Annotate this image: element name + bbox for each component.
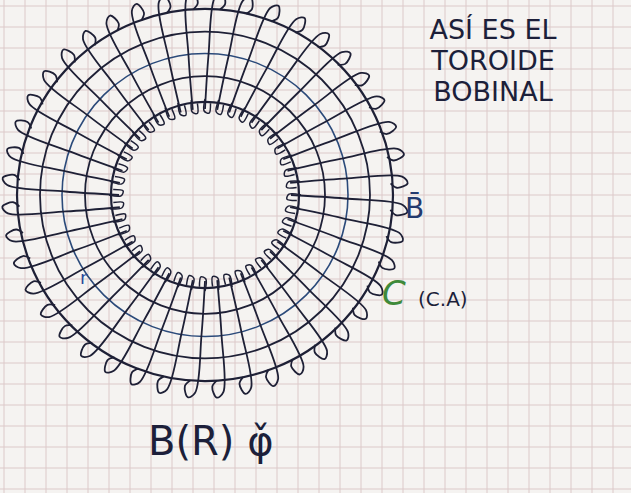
winding-loop bbox=[272, 240, 286, 250]
winding-loop bbox=[113, 164, 128, 172]
winding-turn bbox=[3, 175, 119, 195]
winding-turn bbox=[43, 71, 133, 149]
winding-loop bbox=[118, 152, 133, 161]
winding-loop bbox=[141, 254, 151, 267]
winding-loop bbox=[250, 114, 260, 128]
winding-loop bbox=[282, 218, 297, 226]
title-note: ASÍ ES EL TOROIDE BOBINAL bbox=[378, 14, 608, 107]
torus-ring bbox=[85, 76, 325, 314]
winding-loop bbox=[259, 122, 269, 135]
winding-loop bbox=[212, 276, 219, 290]
winding-loop bbox=[153, 114, 164, 125]
winding-loop bbox=[284, 168, 297, 176]
winding-turn bbox=[185, 281, 205, 397]
winding-loop bbox=[110, 202, 124, 209]
toroid bbox=[2, 0, 407, 398]
winding-loop bbox=[186, 275, 194, 290]
torus-ring bbox=[17, 9, 393, 381]
winding-turn bbox=[62, 49, 140, 138]
winding-loop bbox=[174, 272, 182, 287]
winding-loop bbox=[124, 236, 135, 247]
winding-turn bbox=[157, 280, 192, 393]
winding-turn bbox=[14, 231, 127, 269]
winding-turn bbox=[2, 202, 120, 215]
winding-turn bbox=[7, 147, 120, 182]
winding-turn bbox=[6, 219, 122, 241]
contour-symbol: C bbox=[382, 274, 406, 313]
winding-turn bbox=[251, 33, 329, 123]
field-symbol: B̄ bbox=[405, 193, 424, 225]
winding-loop bbox=[216, 100, 224, 115]
winding-loop bbox=[191, 100, 198, 114]
winding-loop bbox=[110, 176, 125, 184]
torus-ring bbox=[111, 102, 299, 288]
winding-loop bbox=[199, 277, 206, 291]
winding-turn bbox=[288, 148, 404, 170]
winding-loop bbox=[204, 99, 211, 113]
winding-turn bbox=[277, 241, 367, 319]
winding-turn bbox=[217, 0, 252, 110]
winding-turn bbox=[229, 278, 251, 394]
winding-turn bbox=[205, 0, 225, 109]
winding-turn bbox=[241, 273, 279, 386]
winding-turn bbox=[27, 95, 126, 160]
winding-turn bbox=[132, 4, 170, 117]
winding-loop bbox=[132, 245, 142, 257]
winding-loop bbox=[264, 249, 277, 259]
winding-loop bbox=[165, 108, 175, 120]
winding-loop bbox=[132, 131, 145, 141]
winding-loop bbox=[151, 262, 161, 276]
winding-turn bbox=[290, 207, 403, 242]
winding-loop bbox=[113, 214, 126, 222]
winding-loop bbox=[286, 181, 300, 188]
winding-loop bbox=[268, 132, 278, 144]
winding-turn bbox=[261, 52, 350, 130]
winding-loop bbox=[178, 103, 186, 116]
winding-turn bbox=[241, 17, 306, 116]
field-expression: B(R) φ̌ bbox=[148, 418, 274, 464]
winding-loop bbox=[142, 122, 154, 132]
winding-turn bbox=[105, 273, 170, 372]
winding-loop bbox=[278, 229, 293, 238]
winding-loop bbox=[239, 108, 248, 123]
winding-loop bbox=[285, 206, 300, 214]
winding-loop bbox=[246, 265, 257, 276]
winding-turn bbox=[290, 175, 408, 188]
winding-turn bbox=[291, 195, 407, 215]
winding-loop bbox=[162, 268, 171, 283]
contour-note: (C.A) bbox=[418, 288, 468, 311]
winding-loop bbox=[255, 258, 267, 268]
radius-symbol: r bbox=[80, 268, 87, 289]
torus-ring bbox=[40, 32, 370, 359]
winding-loop bbox=[228, 103, 236, 118]
winding-turn bbox=[158, 0, 180, 112]
winding-turn bbox=[270, 251, 348, 340]
winding-loop bbox=[287, 194, 301, 201]
winding-turn bbox=[185, 0, 198, 110]
winding-loop bbox=[280, 155, 292, 165]
winding-loop bbox=[109, 189, 123, 196]
winding-turn bbox=[212, 280, 225, 398]
winding-turn bbox=[283, 122, 396, 160]
winding-turn bbox=[81, 267, 159, 357]
winding-loop bbox=[275, 143, 286, 154]
winding-loop bbox=[124, 141, 138, 151]
winding-turn bbox=[283, 231, 382, 296]
winding-loop bbox=[235, 270, 245, 282]
winding-loop bbox=[224, 274, 232, 287]
winding-loop bbox=[118, 225, 130, 235]
winding-turn bbox=[59, 260, 148, 338]
